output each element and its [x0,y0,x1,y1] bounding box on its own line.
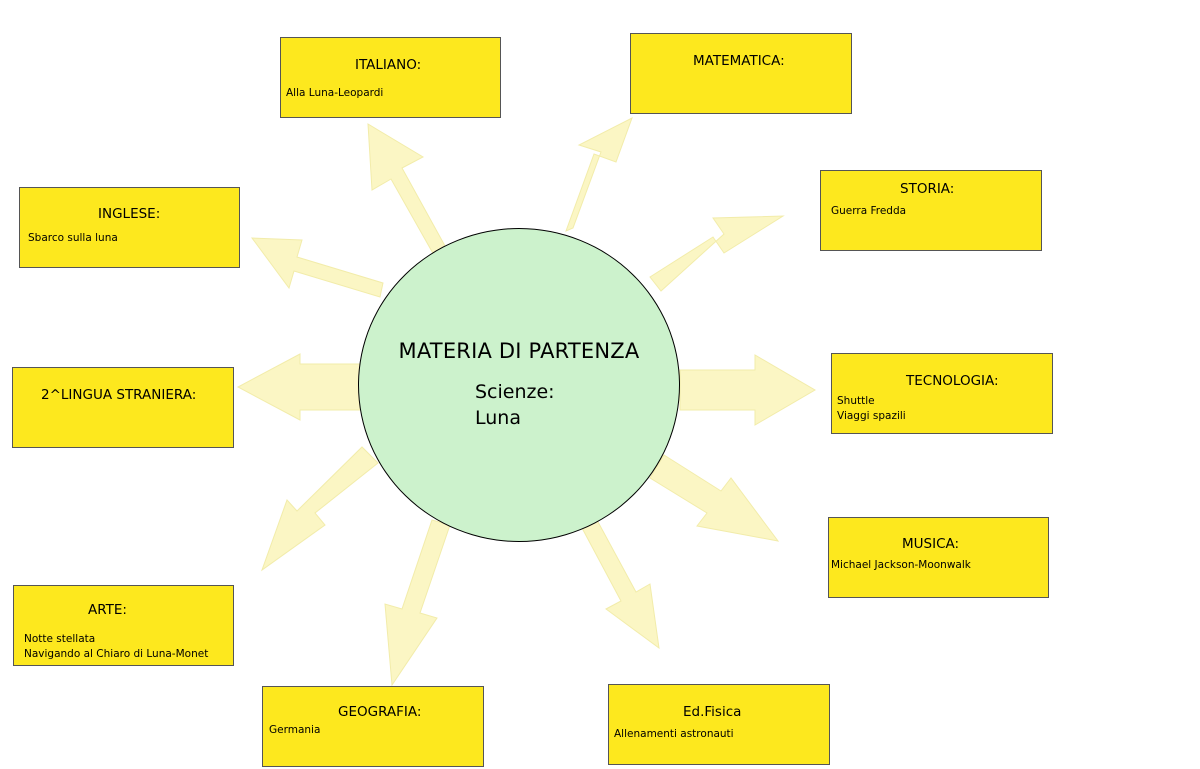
arrow-to-matematica [565,116,633,232]
box-inglese: INGLESE: Sbarco sulla luna [19,187,240,268]
box-italiano-text-1: Alla Luna-Leopardi [286,87,384,99]
box-musica-title: MUSICA: [902,536,960,552]
box-edfisica-title: Ed.Fisica [683,704,742,720]
box-matematica: MATEMATICA: [630,33,852,114]
box-arte-title: ARTE: [88,602,127,618]
box-edfisica: Ed.Fisica Allenamenti astronauti [608,684,830,765]
box-inglese-text-1: Sbarco sulla luna [28,232,118,244]
arrow-to-geografia [384,519,451,687]
box-musica-text-1: Michael Jackson-Moonwalk [831,559,971,571]
box-italiano: ITALIANO: Alla Luna-Leopardi [280,37,501,118]
box-storia-title: STORIA: [900,181,955,197]
box-arte-text-1: Notte stellata [24,633,96,645]
box-arte: ARTE: Notte stellata Navigando al Chiaro… [13,585,234,666]
arrow-to-storia [649,215,785,292]
box-geografia-title: GEOGRAFIA: [338,704,422,720]
box-tecnologia-text-2: Viaggi spazili [837,410,906,422]
center-subject: Scienze: Luna [475,379,555,431]
box-storia: STORIA: Guerra Fredda [820,170,1042,251]
box-geografia-text-1: Germania [269,724,321,736]
arrow-to-inglese [250,237,384,298]
box-tecnologia: TECNOLOGIA: Shuttle Viaggi spazili [831,353,1053,434]
center-subject-line1: Scienze: [475,381,555,403]
box-geografia: GEOGRAFIA: Germania [262,686,484,767]
box-storia-text-1: Guerra Fredda [831,205,907,217]
arrow-to-tecnologia [679,354,816,426]
box-italiano-title: ITALIANO: [355,57,422,73]
box-lingua2: 2^LINGUA STRANIERA: [12,367,234,448]
box-lingua2-title: 2^LINGUA STRANIERA: [41,387,197,403]
center-subject-line2: Luna [475,407,521,429]
center-topic-circle: MATERIA DI PARTENZA Scienze: Luna [358,228,680,542]
center-title: MATERIA DI PARTENZA [398,339,640,363]
box-arte-text-2: Navigando al Chiaro di Luna-Monet [24,648,209,660]
box-edfisica-text-1: Allenamenti astronauti [614,728,734,740]
arrow-to-arte [260,446,379,572]
box-musica: MUSICA: Michael Jackson-Moonwalk [828,517,1049,598]
arrow-to-musica [649,454,780,542]
box-inglese-title: INGLESE: [98,206,161,222]
arrow-to-italiano [367,123,451,265]
box-matematica-title: MATEMATICA: [693,53,785,69]
arrow-to-lingua2 [236,353,361,421]
box-tecnologia-title: TECNOLOGIA: [906,373,999,389]
box-tecnologia-text-1: Shuttle [837,395,875,407]
arrow-to-edfisica [581,519,660,650]
